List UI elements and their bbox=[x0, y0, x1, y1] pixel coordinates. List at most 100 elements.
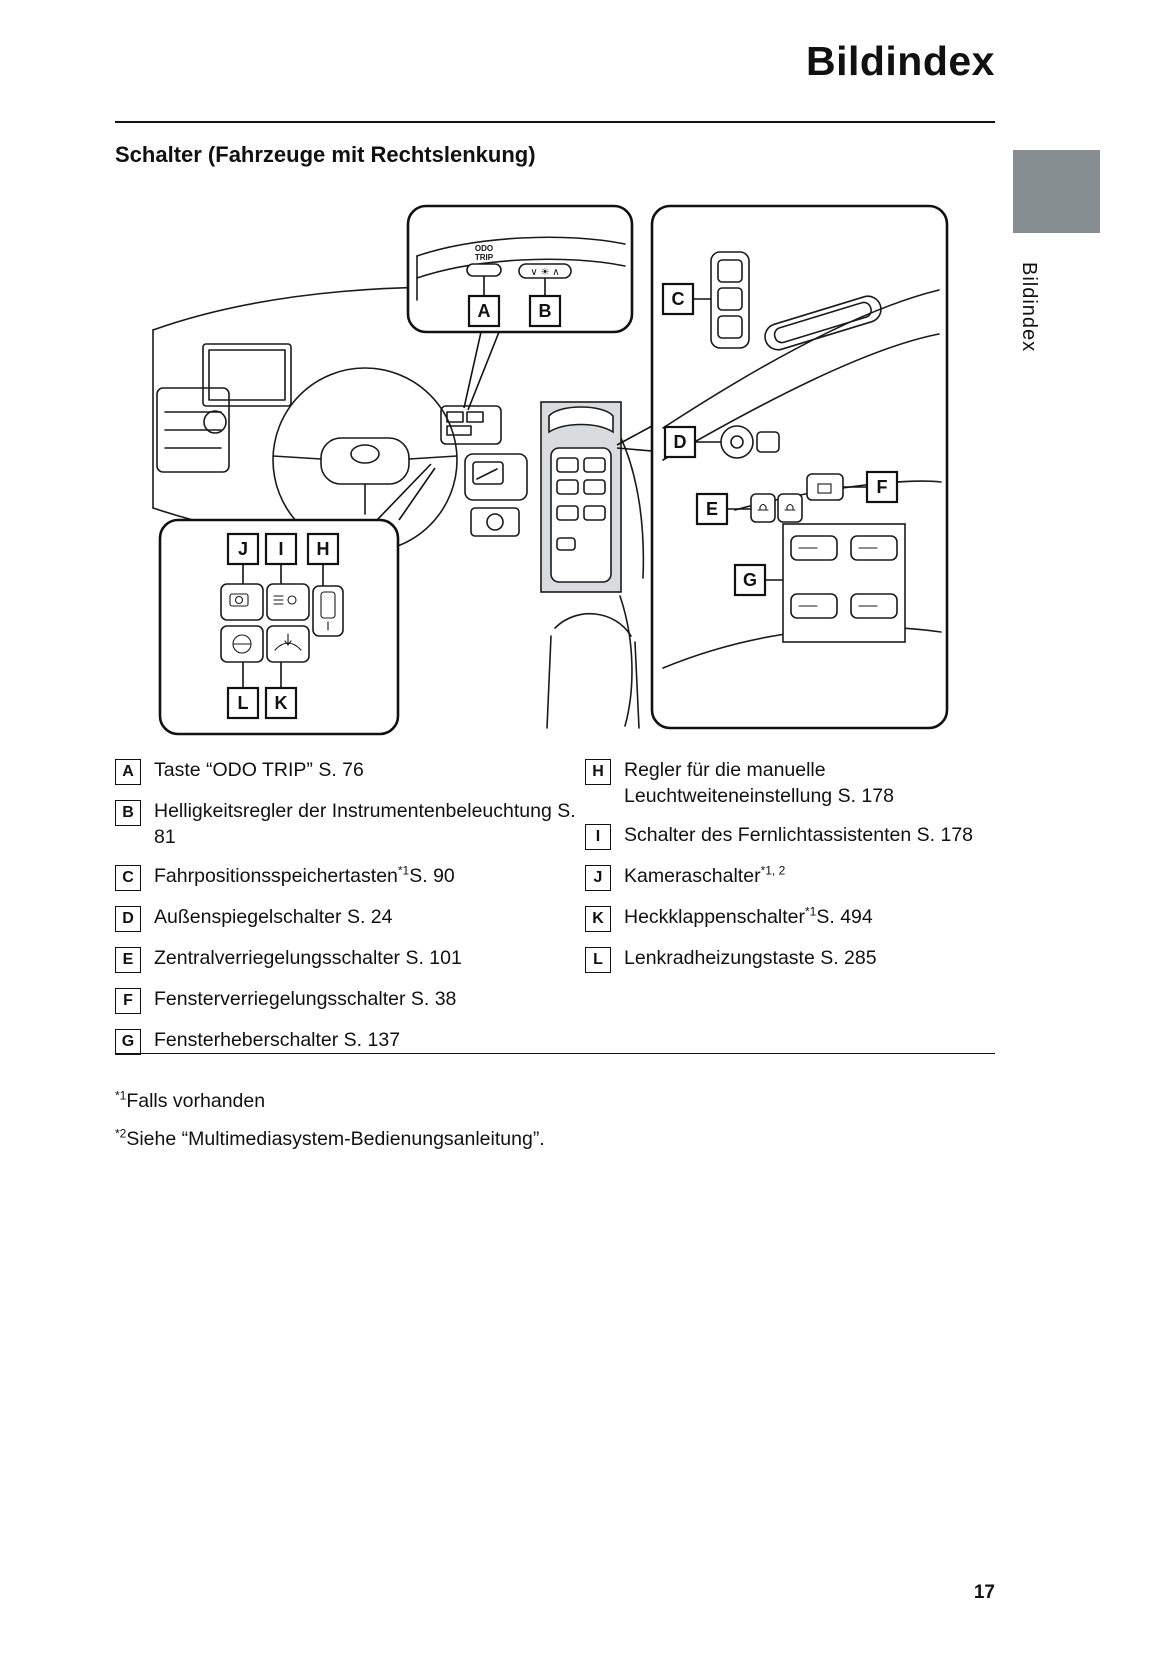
svg-text:H: H bbox=[317, 539, 330, 559]
callout-k: K bbox=[264, 686, 298, 720]
legend-pre: Helligkeitsregler der Instrumentenbeleuc… bbox=[154, 800, 576, 848]
legend-column-right: H Regler für die manuelle Leuchtweitenei… bbox=[585, 758, 995, 1069]
legend-key-e: E bbox=[115, 947, 141, 974]
legend-item-k: K Heckklappenschalter*1S. 494 bbox=[585, 905, 995, 933]
mirror-switch bbox=[720, 425, 780, 459]
legend-column-left: A Taste “ODO TRIP” S. 76 B Helligkeitsre… bbox=[115, 758, 585, 1069]
callout-i: I bbox=[264, 532, 298, 566]
legend-pre: Heckklappenschalter bbox=[624, 906, 806, 929]
legend-sup: *1 bbox=[397, 863, 410, 878]
section-heading: Schalter (Fahrzeuge mit Rechtslenkung) bbox=[115, 142, 536, 167]
legend-pre: Lenkradheizungstaste S. 285 bbox=[624, 947, 877, 970]
window-switches bbox=[782, 523, 906, 643]
callout-j: J bbox=[226, 532, 260, 566]
legend-key-g: G bbox=[115, 1029, 141, 1056]
inset-right: C D E F G bbox=[650, 204, 949, 730]
legend-key-i: I bbox=[585, 824, 611, 851]
dashboard-figure: ODO TRIP ∨ ☀ ∧ A B bbox=[115, 198, 995, 738]
svg-text:D: D bbox=[674, 432, 687, 452]
footnote-2: *2Siehe “Multimediasystem-Bedienungsanle… bbox=[115, 1128, 545, 1151]
svg-text:K: K bbox=[275, 693, 288, 713]
legend-post: S. 90 bbox=[409, 865, 455, 888]
footnote-marker: *1 bbox=[115, 1088, 127, 1103]
legend-pre: Kameraschalter bbox=[624, 865, 761, 888]
callout-c: C bbox=[661, 282, 695, 316]
legend-text-j: Kameraschalter*1, 2 bbox=[624, 864, 785, 890]
seat-memory-buttons bbox=[710, 251, 750, 349]
door-handle bbox=[548, 406, 614, 434]
callout-g: G bbox=[733, 563, 767, 597]
window-lock-button bbox=[806, 473, 844, 501]
legend-text-a: Taste “ODO TRIP” S. 76 bbox=[154, 758, 364, 784]
brightness-glyphs: ∨ ☀ ∧ bbox=[530, 267, 559, 278]
legend-pre: Regler für die manuelle Leuchtweiteneins… bbox=[624, 759, 894, 807]
legend-text-l: Lenkradheizungstaste S. 285 bbox=[624, 946, 877, 972]
legend-pre: Außenspiegelschalter S. 24 bbox=[154, 906, 393, 929]
legend-item-f: F Fensterverriegelungsschalter S. 38 bbox=[115, 987, 585, 1015]
callout-pointers bbox=[376, 331, 653, 521]
legend-key-b: B bbox=[115, 800, 141, 826]
legend-item-b: B Helligkeitsregler der Instrumentenbele… bbox=[115, 799, 585, 850]
callout-b: B bbox=[528, 294, 562, 328]
legend-key-k: K bbox=[585, 906, 611, 933]
switch-panel bbox=[220, 583, 344, 663]
svg-text:C: C bbox=[672, 289, 685, 309]
legend-key-c: C bbox=[115, 865, 141, 892]
legend: A Taste “ODO TRIP” S. 76 B Helligkeitsre… bbox=[115, 758, 995, 1069]
legend-pre: Schalter des Fernlichtassistenten S. 178 bbox=[624, 824, 974, 847]
legend-item-e: E Zentralverriegelungsschalter S. 101 bbox=[115, 946, 585, 974]
callout-d: D bbox=[663, 425, 697, 459]
bottom-rule bbox=[115, 1053, 995, 1054]
legend-sup: *1, 2 bbox=[760, 863, 786, 878]
odo-trip-label: ODO bbox=[475, 244, 493, 253]
legend-item-l: L Lenkradheizungstaste S. 285 bbox=[585, 946, 995, 974]
odo-trip-button bbox=[466, 263, 502, 277]
callout-f: F bbox=[865, 470, 899, 504]
inset-top: ODO TRIP ∨ ☀ ∧ A B bbox=[406, 204, 634, 334]
legend-key-h: H bbox=[585, 759, 611, 785]
legend-text-h: Regler für die manuelle Leuchtweiteneins… bbox=[624, 758, 995, 809]
odo-trip-label-2: TRIP bbox=[475, 253, 494, 262]
legend-text-f: Fensterverriegelungsschalter S. 38 bbox=[154, 987, 456, 1013]
callout-e: E bbox=[695, 492, 729, 526]
svg-text:B: B bbox=[539, 301, 552, 321]
legend-item-d: D Außenspiegelschalter S. 24 bbox=[115, 905, 585, 933]
top-rule bbox=[115, 121, 995, 123]
legend-item-g: G Fensterheberschalter S. 137 bbox=[115, 1028, 585, 1056]
svg-text:G: G bbox=[743, 570, 757, 590]
legend-text-e: Zentralverriegelungsschalter S. 101 bbox=[154, 946, 462, 972]
legend-key-a: A bbox=[115, 759, 141, 785]
legend-text-d: Außenspiegelschalter S. 24 bbox=[154, 905, 392, 931]
legend-text-i: Schalter des Fernlichtassistenten S. 178 bbox=[624, 823, 973, 849]
section-tab-label: Bildindex bbox=[1018, 262, 1040, 353]
legend-pre: Fahrpositionsspeichertasten bbox=[154, 865, 398, 888]
section-tab-marker bbox=[1013, 150, 1100, 233]
legend-item-c: C Fahrpositionsspeichertasten*1S. 90 bbox=[115, 864, 585, 892]
page-title: Bildindex bbox=[805, 38, 995, 84]
door-pull-handle bbox=[764, 295, 882, 351]
svg-text:L: L bbox=[238, 693, 249, 713]
legend-pre: Fensterheberschalter S. 137 bbox=[154, 1029, 401, 1052]
page-number: 17 bbox=[973, 1582, 995, 1603]
footnote-marker: *2 bbox=[115, 1126, 127, 1141]
legend-text-k: Heckklappenschalter*1S. 494 bbox=[624, 905, 873, 931]
svg-text:E: E bbox=[706, 499, 718, 519]
center-window-switch-panel bbox=[540, 401, 622, 593]
callout-a: A bbox=[467, 294, 501, 328]
legend-text-b: Helligkeitsregler der Instrumentenbeleuc… bbox=[154, 799, 585, 850]
legend-key-j: J bbox=[585, 865, 611, 892]
callout-h: H bbox=[306, 532, 340, 566]
door-lock-switches bbox=[750, 493, 803, 523]
svg-text:A: A bbox=[478, 301, 491, 321]
legend-text-g: Fensterheberschalter S. 137 bbox=[154, 1028, 400, 1054]
legend-item-j: J Kameraschalter*1, 2 bbox=[585, 864, 995, 892]
legend-pre: Fensterverriegelungsschalter S. 38 bbox=[154, 988, 457, 1011]
figure-svg: ODO TRIP ∨ ☀ ∧ A B bbox=[152, 204, 949, 736]
footnote-text: Falls vorhanden bbox=[126, 1090, 266, 1112]
inset-bottom-left: J I H L K bbox=[158, 518, 400, 736]
svg-text:I: I bbox=[278, 539, 283, 559]
legend-key-f: F bbox=[115, 988, 141, 1015]
legend-sup: *1 bbox=[805, 904, 817, 919]
legend-text-c: Fahrpositionsspeichertasten*1S. 90 bbox=[154, 864, 455, 890]
